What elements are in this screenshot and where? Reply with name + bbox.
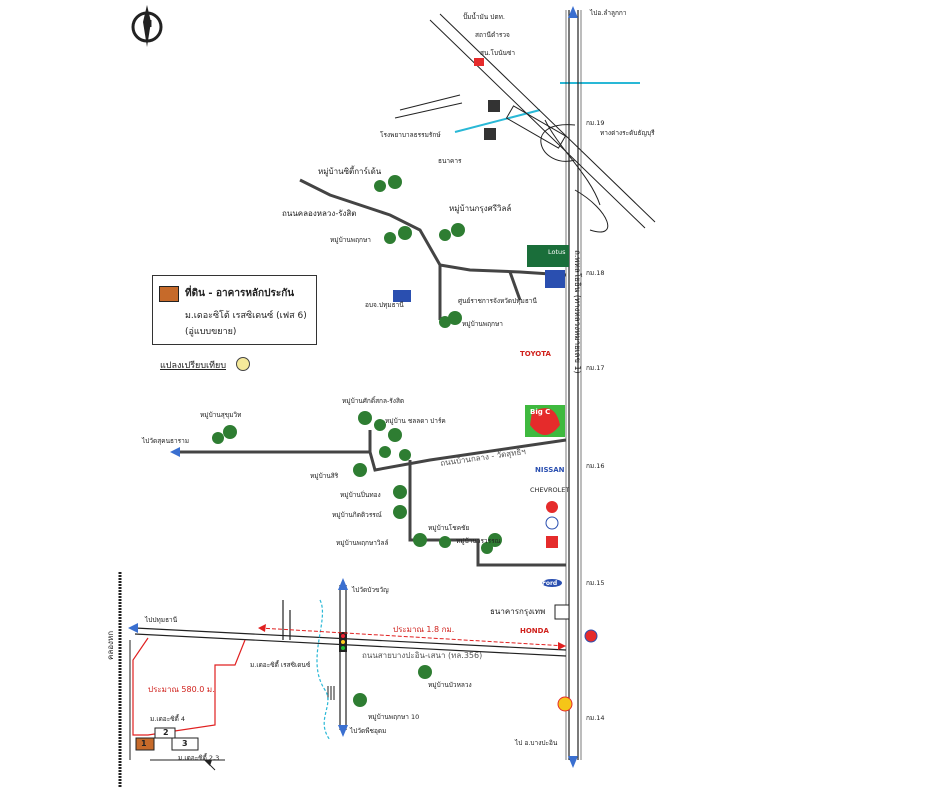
label-vill-bualuang: หมู่บ้านบัวหลวง bbox=[428, 681, 472, 689]
label-dist-1-8: ประมาณ 1.8 กม. bbox=[393, 625, 455, 634]
label-gas1: ปั๊มน้ำมัน ปตท. bbox=[463, 13, 505, 21]
plot-marker-2: 2 bbox=[163, 728, 169, 737]
label-vill-sukhumvit: หมู่บ้านสุขุมวิท bbox=[200, 411, 242, 419]
label-vill-siri: หมู่บ้านสิริ bbox=[310, 472, 339, 480]
road-356 bbox=[134, 627, 567, 657]
label-vill-pinthong: หมู่บ้านปิ่นทอง bbox=[340, 491, 381, 499]
label-km18: กม.18 bbox=[586, 269, 605, 277]
road-klongluang bbox=[299, 178, 567, 277]
route-580 bbox=[132, 637, 246, 736]
label-vill-pruksaville: หมู่บ้านพฤกษาวิลล์ bbox=[336, 539, 389, 547]
compass-icon bbox=[131, 5, 163, 47]
legend-title: ที่ดิน - อาคารหลักประกัน bbox=[185, 288, 295, 299]
label-honda: HONDA bbox=[520, 627, 549, 635]
legend-type: (อู่แบบขยาย) bbox=[185, 327, 237, 337]
label-gov-office: อบจ.ปทุมธานี bbox=[365, 301, 404, 309]
label-station: สน.โบนันซ่า bbox=[480, 49, 516, 57]
label-vill-pruksa: หมู่บ้านพฤกษา bbox=[330, 236, 371, 244]
tree-clusters bbox=[212, 175, 502, 707]
south-arrow-road bbox=[568, 756, 578, 768]
label-ford: Ford bbox=[542, 580, 558, 587]
plot-marker-1: 1 bbox=[141, 739, 147, 748]
label-to-bangpain: ไป อ.บางปะอิน bbox=[515, 739, 558, 747]
label-to-lamlukka: ไปอ.ลำลูกกา bbox=[590, 9, 627, 17]
label-km16: กม.16 bbox=[586, 462, 605, 470]
label-to-watbot: ไปวัดบัวขวัญ bbox=[352, 586, 389, 594]
label-vill-kitti: หมู่บ้านกิตติวรรณ์ bbox=[332, 511, 382, 519]
label-vill-citypark: ม.เดอะซิตี้ เรสซิเดนซ์ bbox=[250, 661, 311, 669]
label-vill-warawan: หมู่บ้านวรวรรณ bbox=[456, 537, 501, 545]
label-dist-580: ประมาณ 580.0 ม. bbox=[148, 685, 215, 694]
road-baanklang bbox=[175, 438, 567, 472]
label-vill-pruksa2: หมู่บ้านพฤกษา bbox=[462, 320, 503, 328]
label-bank: ธนาคาร bbox=[438, 157, 462, 165]
label-chevrolet: CHEVROLET bbox=[530, 486, 570, 494]
label-vill-sakon: หมู่บ้านศักดิ์สกล-รังสิต bbox=[342, 397, 405, 405]
comparison-note: แปลงเปรียบเทียบ bbox=[160, 361, 227, 371]
label-canal: คลองหก bbox=[106, 630, 115, 660]
comparison-marker-icon bbox=[236, 357, 250, 371]
shell-logo bbox=[557, 696, 573, 712]
label-gov-center: ศูนย์ราชการจังหวัดปทุมธานี bbox=[458, 297, 537, 305]
label-bigc: Big C bbox=[530, 408, 551, 416]
canal-mid bbox=[454, 109, 541, 133]
label-phahon-road: ถ.พหลโยธิน (ทางหลวงหมายเลข 1) bbox=[573, 250, 582, 374]
legend-box: ที่ดิน - อาคารหลักประกัน ม.เดอะซิโต้ เรส… bbox=[152, 275, 317, 345]
lotus-logo bbox=[527, 245, 569, 267]
main-highway bbox=[565, 10, 582, 760]
label-interchange: ทางต่างระดับธัญบุรี bbox=[600, 129, 655, 137]
label-city4: ม.เดอะซิตี้ 4 bbox=[150, 715, 186, 723]
label-km19: กม.19 bbox=[586, 119, 605, 127]
label-to-pathum: ไปปทุมธานี bbox=[145, 616, 178, 624]
label-village-city: หมู่บ้านซิตี้การ์เด้น bbox=[318, 167, 382, 176]
label-rd-klongluang: ถนนคลองหลวง-รังสิต bbox=[282, 209, 357, 218]
legend-project: ม.เดอะซิโต้ เรสซิเดนซ์ (เฟส 6) bbox=[185, 311, 307, 321]
label-bangkok-bank: ธนาคารกรุงเทพ bbox=[490, 607, 546, 616]
label-km15: กม.15 bbox=[586, 579, 605, 587]
legend-swatch bbox=[159, 286, 179, 302]
label-lotus: Lotus bbox=[548, 248, 566, 256]
label-toyota: TOYOTA bbox=[520, 350, 551, 358]
label-hospital: โรงพยาบาลธรรมรักษ์ bbox=[380, 131, 441, 139]
plot-marker-3: 3 bbox=[182, 739, 188, 748]
label-vill-chok: หมู่บ้านโชคชัย bbox=[428, 524, 470, 532]
label-rd-356: ถนนสายบางปะอิน-เสนา (ทล.356) bbox=[362, 651, 483, 660]
label-vill-krungsri: หมู่บ้านกรุงศรีวิลล์ bbox=[449, 204, 512, 213]
label-km14: กม.14 bbox=[586, 714, 605, 722]
label-km17: กม.17 bbox=[586, 364, 605, 372]
label-police: สถานีตำรวจ bbox=[475, 31, 510, 39]
label-to-wat-south: ไปวัดพืชอุดม bbox=[350, 727, 387, 735]
interchange-loop bbox=[540, 124, 609, 233]
diagonal-road bbox=[394, 13, 656, 229]
label-nissan: NISSAN bbox=[535, 466, 565, 474]
label-city23: ม.เดอะซิตี้ 2,3 bbox=[178, 754, 220, 762]
label-vill-chonnipa: หมู่บ้าน ชลลดา ปาร์ค bbox=[385, 417, 446, 425]
compass-letter: N bbox=[144, 19, 153, 30]
label-vill-pruksa10: หมู่บ้านพฤกษา 10 bbox=[368, 713, 420, 721]
label-to-watsuk: ไปวัดสุคนธาราม bbox=[142, 437, 190, 445]
north-arrow-road bbox=[568, 6, 578, 18]
